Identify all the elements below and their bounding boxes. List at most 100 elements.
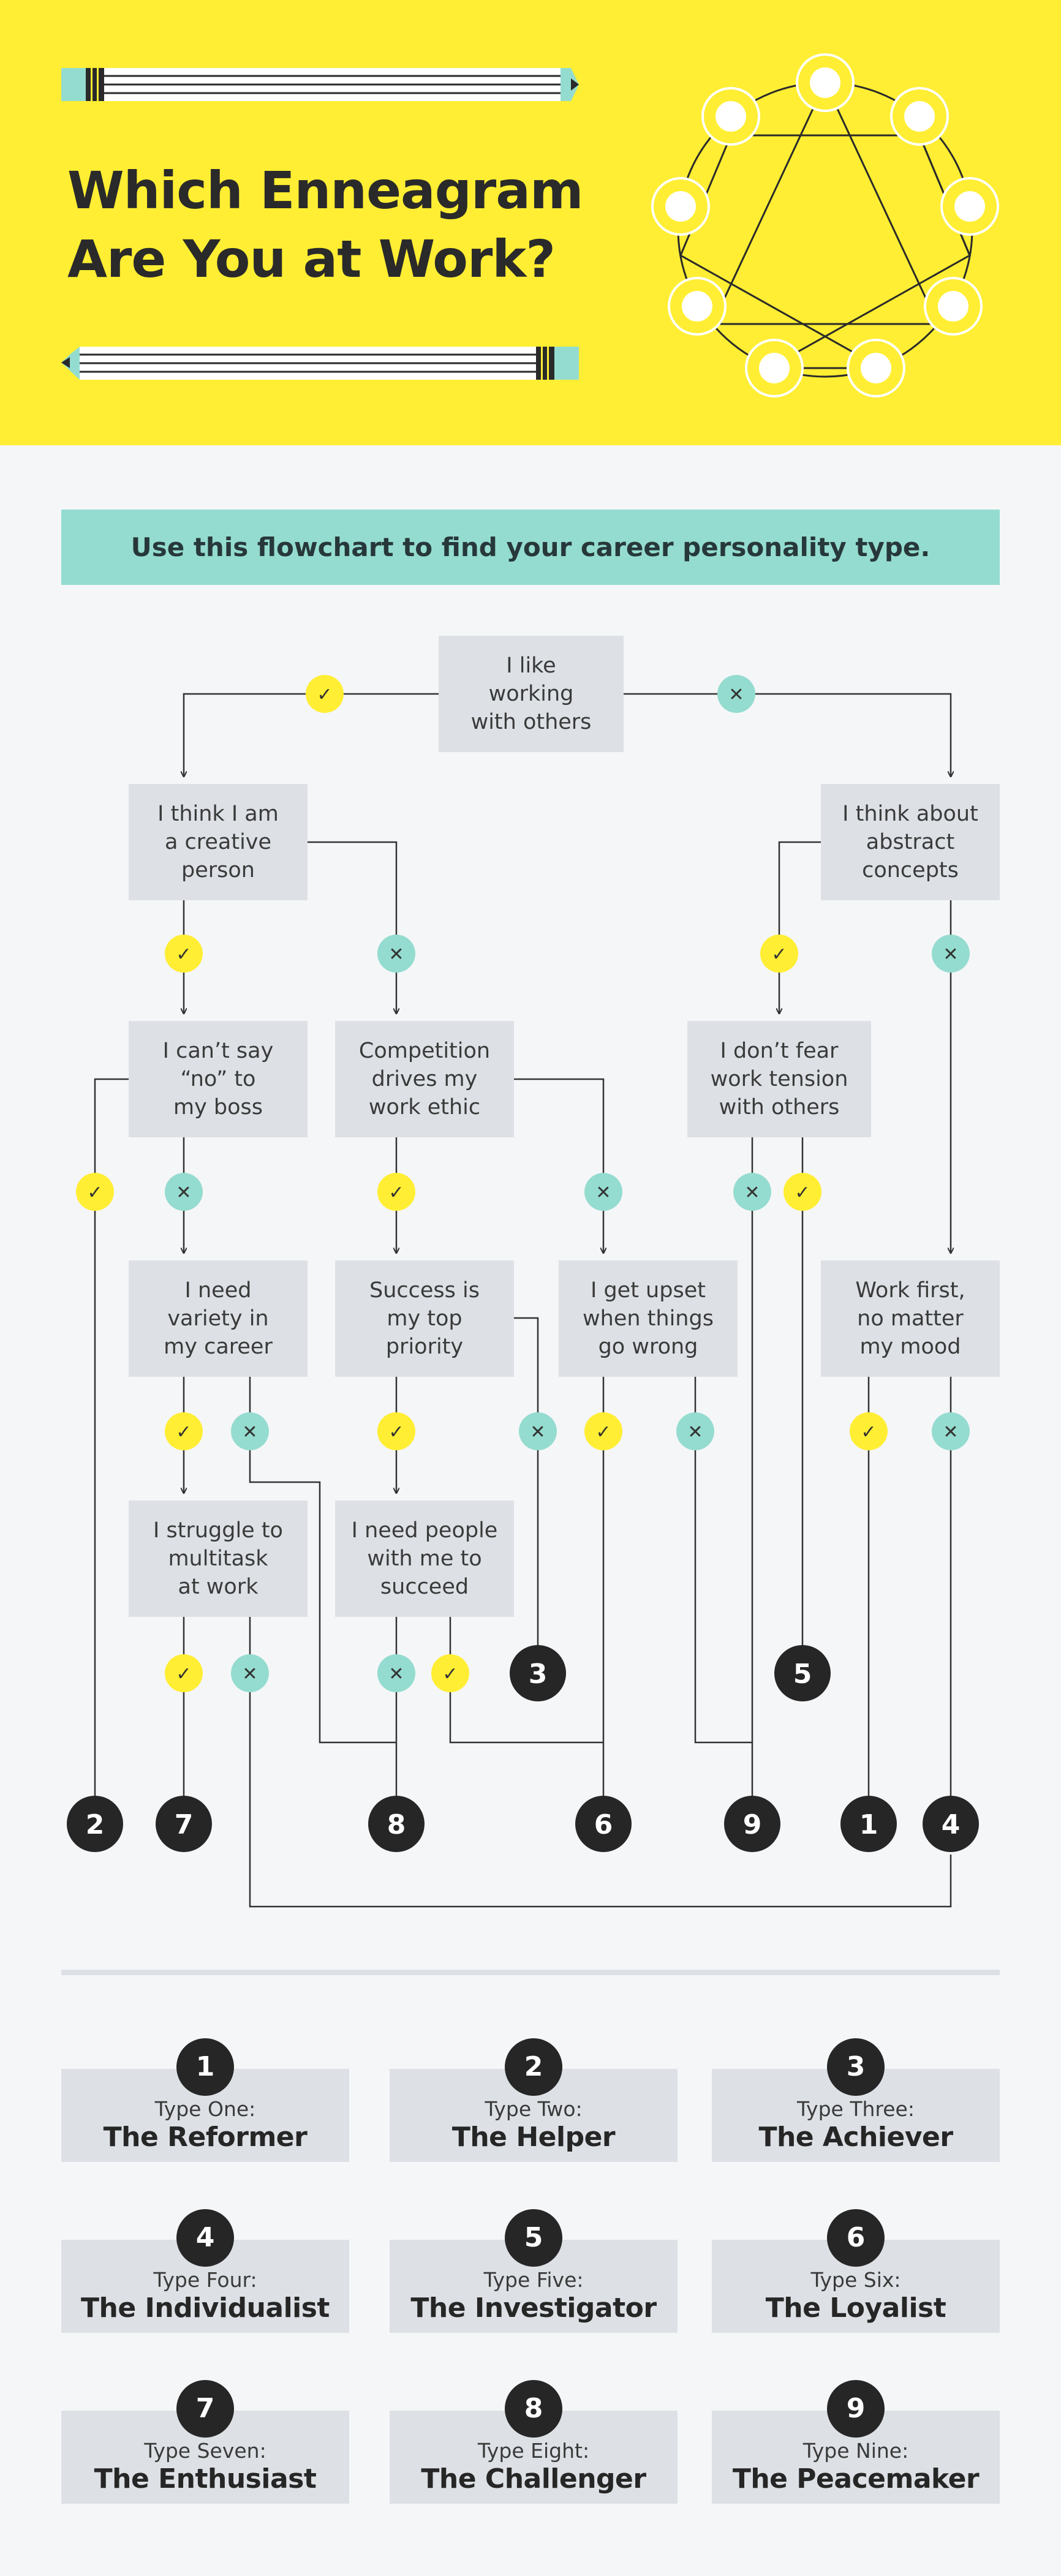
type-card-9: 9 Type Nine: The Peacemaker (712, 2380, 1000, 2504)
svg-text:2: 2 (86, 1809, 105, 1840)
no-cross-icon: ✕ (717, 675, 755, 713)
svg-text:✓: ✓ (795, 1182, 810, 1203)
svg-text:✕: ✕ (687, 1422, 703, 1443)
svg-text:✓: ✓ (176, 1422, 191, 1443)
type-card-1: 1 Type One: The Reformer (61, 2038, 349, 2162)
svg-text:✕: ✕ (943, 944, 958, 965)
outcome-type-9: 9 (724, 1796, 780, 1852)
question-success: Success is my top priority (335, 1260, 514, 1377)
svg-text:5: 5 (793, 1659, 812, 1690)
no-cross-icon: ✕ (165, 1173, 203, 1211)
no-cross-icon: ✕ (377, 1654, 415, 1692)
type-name: The Challenger (421, 2463, 646, 2495)
type-number-badge: 7 (176, 2380, 234, 2438)
connector-line (624, 693, 951, 777)
type-label: Type Seven: (144, 2439, 266, 2463)
type-name: The Reformer (103, 2122, 308, 2153)
connector-line (184, 693, 439, 777)
svg-text:✕: ✕ (176, 1182, 191, 1203)
no-cross-icon: ✕ (519, 1412, 557, 1450)
type-number-badge: 3 (827, 2038, 885, 2096)
svg-text:✕: ✕ (728, 684, 744, 706)
question-cant-say-no: I can’t say “no” to my boss (129, 1021, 308, 1137)
no-cross-icon: ✕ (932, 1412, 970, 1450)
page-title: Which Enneagram Are You at Work? (67, 160, 584, 289)
outcome-type-7: 7 (156, 1796, 212, 1852)
type-label: Type Two: (485, 2097, 583, 2121)
svg-text:✕: ✕ (388, 1663, 404, 1685)
question-multitask: I struggle to multitask at work (129, 1501, 308, 1617)
type-name: The Individualist (81, 2292, 330, 2324)
svg-text:✕: ✕ (530, 1422, 545, 1443)
svg-text:✕: ✕ (744, 1182, 760, 1203)
outcome-type-6: 6 (575, 1796, 632, 1852)
svg-text:✓: ✓ (176, 1663, 191, 1685)
type-name: The Loyalist (765, 2292, 946, 2324)
yes-check-icon: ✓ (165, 1654, 203, 1692)
type-name: The Achiever (758, 2122, 953, 2153)
svg-text:✓: ✓ (176, 944, 191, 965)
svg-text:7: 7 (175, 1809, 194, 1840)
type-card-5: 5 Type Five: The Investigator (390, 2209, 678, 2333)
type-name: The Peacemaker (732, 2463, 980, 2495)
question-work-first: Work first, no matter my mood (821, 1260, 1000, 1377)
svg-text:✓: ✓ (388, 1422, 404, 1443)
outcome-type-3: 3 (510, 1645, 566, 1701)
svg-text:✓: ✓ (87, 1182, 102, 1203)
no-cross-icon: ✕ (377, 935, 415, 973)
svg-text:✕: ✕ (943, 1422, 958, 1443)
no-cross-icon: ✕ (676, 1412, 714, 1450)
outcome-type-4: 4 (923, 1796, 979, 1852)
question-competition: Competition drives my work ethic (335, 1021, 514, 1137)
yes-check-icon: ✓ (377, 1173, 415, 1211)
header-band: Which Enneagram Are You at Work? (0, 0, 1061, 445)
yes-check-icon: ✓ (850, 1412, 888, 1450)
yes-check-icon: ✓ (377, 1412, 415, 1450)
section-divider (61, 1970, 1000, 1975)
svg-text:✕: ✕ (242, 1663, 257, 1685)
svg-text:✓: ✓ (388, 1182, 404, 1203)
question-abstract-concepts: I think about abstract concepts (821, 784, 1000, 900)
pencil-icon (61, 68, 579, 101)
type-name: The Enthusiast (94, 2463, 317, 2495)
type-number-badge: 1 (176, 2038, 234, 2096)
outcome-type-8: 8 (368, 1796, 425, 1852)
type-card-6: 6 Type Six: The Loyalist (712, 2209, 1000, 2333)
yes-check-icon: ✓ (306, 675, 344, 713)
no-cross-icon: ✕ (231, 1412, 269, 1450)
type-label: Type Eight: (477, 2439, 590, 2463)
type-number-badge: 4 (176, 2209, 234, 2267)
type-card-2: 2 Type Two: The Helper (390, 2038, 678, 2162)
type-card-3: 3 Type Three: The Achiever (712, 2038, 1000, 2162)
question-variety: I need variety in my career (129, 1260, 308, 1377)
svg-text:✕: ✕ (242, 1422, 257, 1443)
type-number-badge: 9 (827, 2380, 885, 2438)
question-like-working-with-others: I like working with others (439, 636, 624, 752)
type-label: Type Three: (797, 2097, 915, 2121)
no-cross-icon: ✕ (932, 935, 970, 973)
yes-check-icon: ✓ (760, 935, 798, 973)
svg-text:6: 6 (594, 1809, 613, 1840)
outcome-type-5: 5 (774, 1645, 831, 1701)
question-work-tension: I don’t fear work tension with others (687, 1021, 871, 1137)
svg-text:✓: ✓ (861, 1422, 876, 1443)
no-cross-icon: ✕ (231, 1654, 269, 1692)
type-number-badge: 8 (505, 2380, 562, 2438)
svg-text:4: 4 (942, 1809, 961, 1840)
type-number-badge: 2 (505, 2038, 562, 2096)
header-art (61, 53, 999, 397)
connector-line (694, 1377, 752, 1744)
yes-check-icon: ✓ (76, 1173, 114, 1211)
question-get-upset: I get upset when things go wrong (559, 1260, 738, 1377)
connector-line (308, 841, 396, 1014)
type-card-7: 7 Type Seven: The Enthusiast (61, 2380, 349, 2504)
type-number-badge: 5 (505, 2209, 562, 2267)
outcome-type-1: 1 (840, 1796, 897, 1852)
question-need-people: I need people with me to succeed (335, 1501, 514, 1617)
type-label: Type Six: (810, 2268, 901, 2292)
svg-text:3: 3 (529, 1659, 548, 1690)
type-card-4: 4 Type Four: The Individualist (61, 2209, 349, 2333)
type-label: Type Nine: (802, 2439, 909, 2463)
type-label: Type Five: (483, 2268, 584, 2292)
